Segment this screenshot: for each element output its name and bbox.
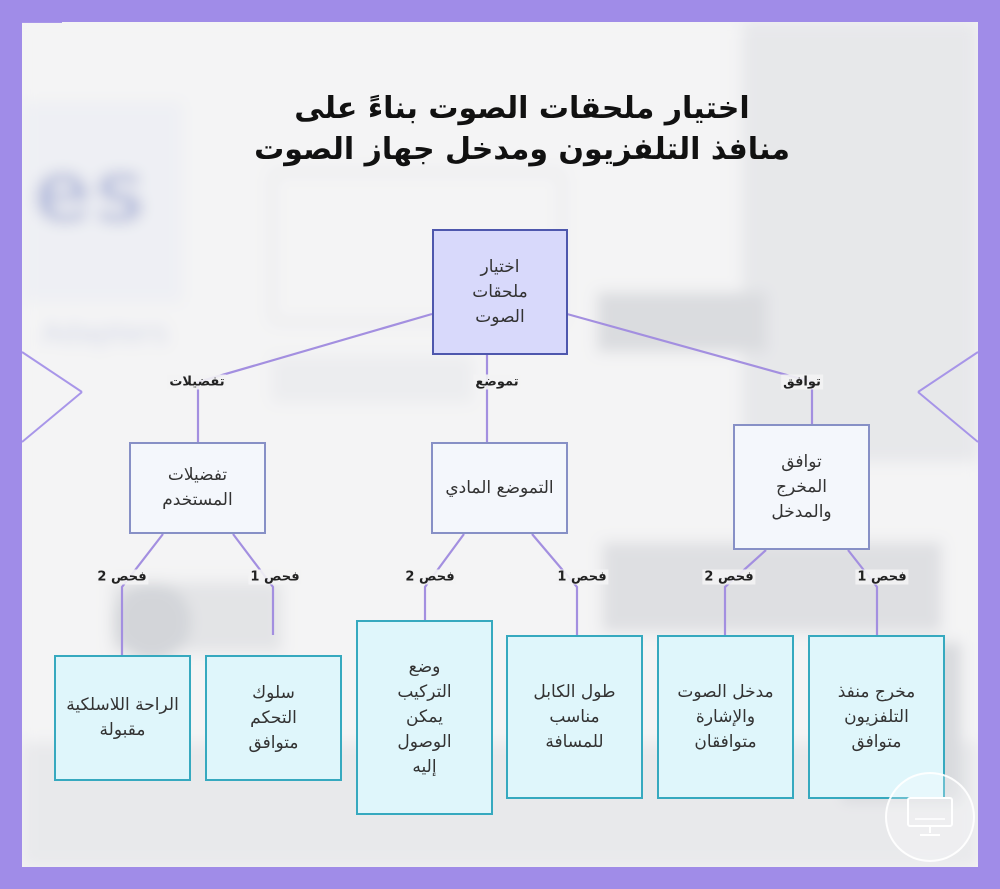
node-placement: التموضع المادي xyxy=(431,442,568,534)
node-root: اختيار ملحقات الصوت xyxy=(432,229,568,355)
edge-label-prefs: تفضيلات xyxy=(167,374,227,390)
node-wireless-label: الراحة اللاسلكية مقبولة xyxy=(66,695,179,740)
edge-placement-mount xyxy=(423,533,465,620)
monitor-badge xyxy=(885,772,975,862)
edge-compat-audio xyxy=(723,549,767,635)
node-tv-out-label: مخرج منفذ التلفزيون متوافق xyxy=(837,681,916,752)
node-prefs-label: تفضيلات المستخدم xyxy=(162,465,233,510)
svg-text:es: es xyxy=(32,139,147,244)
monitor-icon xyxy=(907,797,953,836)
edge-label-cable: فحص 1 xyxy=(555,569,609,585)
node-tv-out: مخرج منفذ التلفزيون متوافق xyxy=(808,635,945,799)
node-audio-in: مدخل الصوت والإشارة متوافقان xyxy=(657,635,794,799)
edge-label-audio: فحص 2 xyxy=(702,569,756,585)
edge-label-placement: تموضع xyxy=(473,374,521,390)
diagram-title: اختيار ملحقات الصوت بناءً على منافذ التل… xyxy=(254,91,790,167)
diagram-frame: es Adapters اختيار ملحقات الصوت بناءً عل… xyxy=(22,22,978,867)
node-wireless: الراحة اللاسلكية مقبولة xyxy=(54,655,191,781)
node-placement-label: التموضع المادي xyxy=(445,477,554,498)
edge-prefs-wireless xyxy=(120,533,164,655)
node-mount-label: وضع التركيب يمكن الوصول إليه xyxy=(397,657,452,777)
node-cable-label: طول الكابل مناسب للمسافة xyxy=(533,681,616,752)
node-audio-in-label: مدخل الصوت والإشارة متوافقان xyxy=(677,681,774,752)
edge-root-prefs xyxy=(196,312,433,442)
edge-label-compat: توافق xyxy=(781,374,823,390)
node-root-label: اختيار ملحقات الصوت xyxy=(472,256,528,327)
node-compat-label: توافق المخرج والمدخل xyxy=(771,451,832,522)
edge-label-control: فحص 1 xyxy=(248,569,302,585)
edge-root-compat xyxy=(566,312,814,424)
node-compat: توافق المخرج والمدخل xyxy=(733,424,870,550)
edge-prefs-control xyxy=(232,533,275,635)
node-control: سلوك التحكم متوافق xyxy=(205,655,342,781)
svg-text:Adapters: Adapters xyxy=(42,316,168,349)
edge-placement-cable xyxy=(531,533,579,635)
edge-label-wireless: فحص 2 xyxy=(95,569,149,585)
node-control-label: سلوك التحكم متوافق xyxy=(248,682,299,753)
node-mount: وضع التركيب يمكن الوصول إليه xyxy=(356,620,493,815)
node-prefs: تفضيلات المستخدم xyxy=(129,442,266,534)
edge-compat-tvout xyxy=(847,549,879,635)
node-cable: طول الكابل مناسب للمسافة xyxy=(506,635,643,799)
edge-label-tvout: فحص 1 xyxy=(855,569,909,585)
edge-label-mount: فحص 2 xyxy=(403,569,457,585)
